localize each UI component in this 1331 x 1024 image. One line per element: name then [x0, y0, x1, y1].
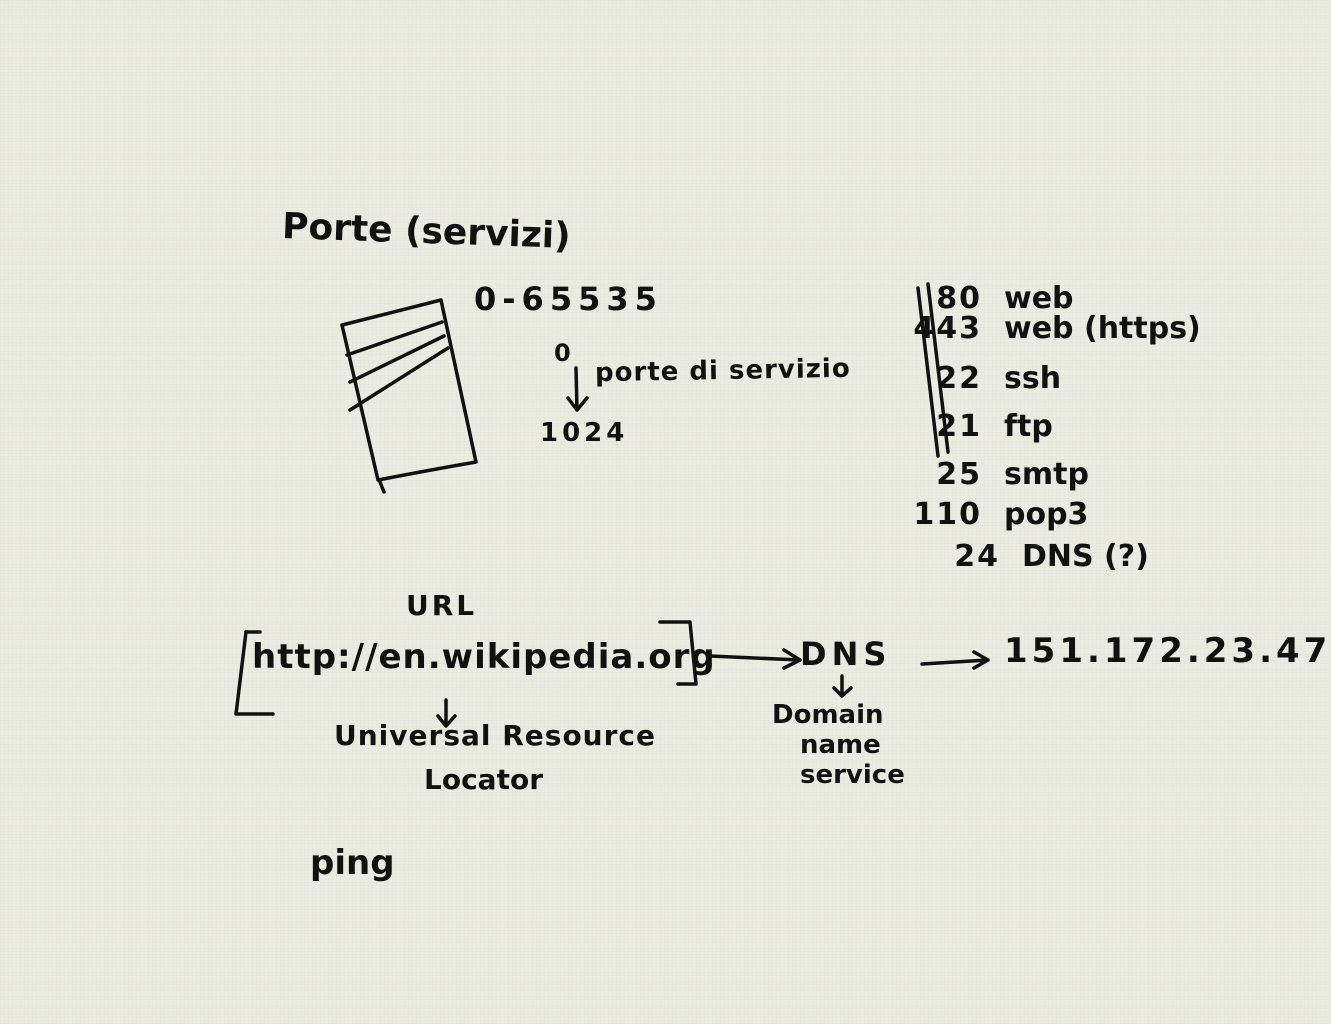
port-row: 24 DNS (?): [930, 542, 1149, 572]
url-bracket: [234, 620, 698, 716]
port-number: 25: [936, 457, 982, 492]
port-row: 22 ssh: [912, 364, 1061, 394]
table-divider: [916, 282, 950, 458]
dns-label: DNS: [800, 635, 892, 673]
port-service: DNS (?): [1022, 539, 1149, 574]
port-service: web: [1004, 281, 1074, 316]
port-number: 24: [954, 539, 1000, 574]
port-row: 25 smtp: [912, 460, 1089, 490]
ip-address: 151.172.23.47: [1004, 631, 1331, 671]
port-number: 110: [913, 497, 982, 532]
arrow-dns-to-ip: [920, 650, 990, 670]
arrow-dns-expansion: [832, 674, 853, 698]
port-row: 21 ftp: [912, 412, 1053, 442]
whiteboard-drawing: [234, 282, 990, 728]
port-service: pop3: [1004, 497, 1089, 532]
url-label: URL: [406, 589, 478, 622]
port-service: web (https): [1004, 311, 1201, 346]
dns-expansion-line1: Domain: [772, 700, 884, 730]
range-arrow: [566, 366, 589, 412]
page-title: Porte (servizi): [281, 205, 572, 258]
port-row: 110 pop3: [912, 500, 1088, 530]
port-service: ftp: [1004, 409, 1053, 444]
port-row: 443 web (https): [912, 311, 1201, 346]
arrow-url-to-dns: [708, 648, 802, 670]
dns-expansion-line3: service: [800, 760, 905, 790]
port-number: 80: [936, 281, 982, 316]
arrow-url-expansion: [436, 698, 457, 728]
url-example: http://en.wikipedia.org: [252, 637, 716, 677]
range-start: 0: [554, 339, 571, 367]
port-service: ssh: [1004, 361, 1062, 396]
port-service: smtp: [1004, 457, 1089, 492]
port-row: 80 web: [912, 281, 1074, 316]
range-end: 1024: [540, 418, 629, 448]
range-label: porte di servizio: [594, 353, 851, 389]
port-number: 22: [936, 361, 982, 396]
port-stack-sketch: [340, 298, 478, 494]
port-range: 0-65535: [474, 280, 663, 318]
url-expansion-line1: Universal Resource: [334, 719, 657, 752]
bottom-note: ping: [310, 843, 395, 883]
port-number: 443: [913, 311, 982, 346]
dns-expansion-line2: name: [800, 730, 881, 760]
url-expansion-line2: Locator: [424, 763, 543, 796]
port-number: 21: [936, 409, 982, 444]
